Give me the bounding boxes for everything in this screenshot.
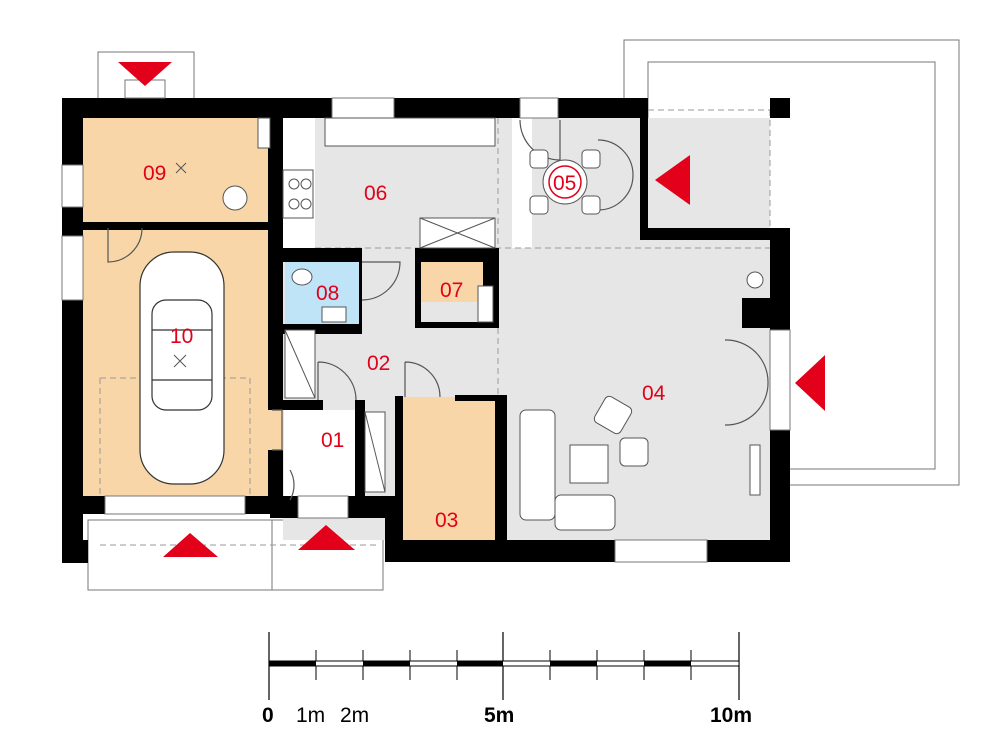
room-label-06: 06 [364,182,387,205]
entrance-arrow-icon [118,62,172,86]
scale-label-10m: 10m [710,704,752,727]
entrance-arrow-icons [118,62,825,557]
scale-label-2m: 2m [340,704,369,727]
living-furniture [519,395,649,531]
entrance-arrow-icon [655,155,690,205]
room-label-01: 01 [321,429,344,452]
room-label-07: 07 [440,279,463,302]
room-label-02: 02 [367,352,390,375]
doors [107,119,769,501]
room-label-09: 09 [143,162,166,185]
room-label-05: 05 [553,172,576,195]
car-icon [139,251,225,485]
room-label-10: 10 [170,325,193,348]
scale-label-5m: 5m [484,704,514,727]
scale-label-0: 0 [262,704,274,727]
windows [61,79,791,563]
scale-label-1m: 1m [296,704,325,727]
entrance-arrow-icon [298,525,355,550]
room-labels: 01 02 03 04 05 06 07 08 09 10 [143,162,666,532]
entrance-arrow-icon [795,355,825,411]
room-label-03: 03 [435,509,458,532]
kitchen-fixtures [222,117,764,496]
light-markers [173,162,187,368]
entrance-arrow-icon [163,533,218,557]
room-label-04: 04 [642,382,666,405]
scale-bar: 0 1m 2m 5m 10m [262,632,752,727]
room-label-08: 08 [316,282,339,305]
